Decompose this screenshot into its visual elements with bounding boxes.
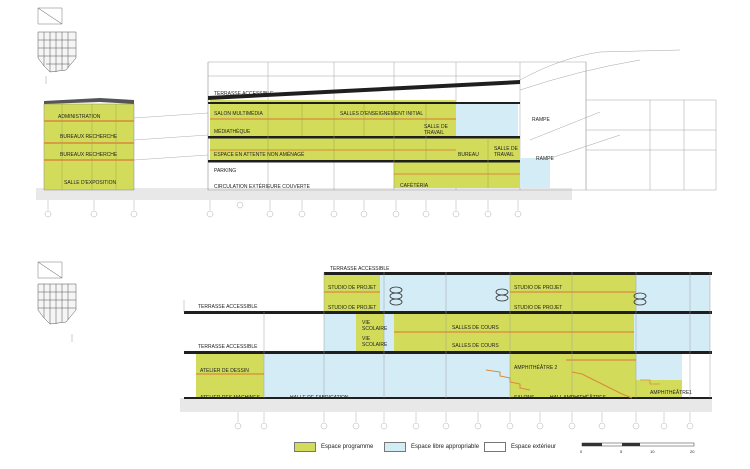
upper-libre-1 <box>456 104 518 136</box>
scale-10: 10 <box>650 449 655 454</box>
legend-swatch-programme <box>294 442 316 452</box>
cafeteria-block <box>394 162 520 188</box>
label-salles-enseignement: SALLES D'ENSEIGNEMENT INITIAL <box>340 111 423 117</box>
legend-swatch-exterieur <box>484 442 506 452</box>
label-rampe-1: RAMPE <box>532 117 550 123</box>
legend-label-libre: Espace libre appropriable <box>411 444 480 450</box>
label-terrasse-low: TERRASSE ACCESSIBLE <box>198 344 258 350</box>
legend-exterieur: Espace extérieur <box>484 440 556 454</box>
section-1: ADMINISTRATION BUREAUX RECHERCHE BUREAUX… <box>36 49 717 218</box>
middle-programme-1 <box>210 138 520 160</box>
scale-0: 0 <box>580 449 583 454</box>
grid-axes-2 <box>234 412 694 430</box>
label-mediatheque: MÉDIATHÈQUE <box>214 128 251 135</box>
label-bureaux-recherche-1: BUREAUX RECHERCHE <box>60 134 118 140</box>
section-2: TERRASSE ACCESSIBLE TERRASSE ACCESSIBLE … <box>180 266 712 430</box>
grid-axes-1 <box>44 200 522 218</box>
label-salles-cours-1: SALLES DE COURS <box>452 325 499 331</box>
label-parking: PARKING <box>214 168 236 174</box>
label-vie-scolaire-1a: VIE <box>362 320 371 326</box>
atelier-block <box>196 354 264 398</box>
ground-strip-1 <box>36 188 572 200</box>
label-salle-travail-1: SALLE DE <box>424 124 449 130</box>
scale-20: 20 <box>690 449 695 454</box>
label-espace-attente: ESPACE EN ATTENTE NON AMÉNAGÉ <box>214 151 305 158</box>
label-amphi-1: AMPHITHÉÂTRE1 <box>650 389 692 396</box>
label-bureau: BUREAU <box>458 152 479 158</box>
scale-bar: 0 5 10 20 <box>580 442 695 454</box>
label-terrasse-mid: TERRASSE ACCESSIBLE <box>198 304 258 310</box>
legend-programme: Espace programme <box>294 440 373 454</box>
label-vie-scolaire-2b: SCOLAIRE <box>362 342 388 348</box>
upper-programme-1 <box>210 100 456 136</box>
label-amphi-2: AMPHITHÉÂTRE 2 <box>514 364 558 371</box>
key-plan-bottom <box>37 261 77 342</box>
label-circulation: CIRCULATION EXTÉRIEURE COUVERTE <box>214 183 311 190</box>
label-atelier-machines: ATELIER DES MACHINES <box>200 395 261 401</box>
label-bureaux-recherche-2: BUREAUX RECHERCHE <box>60 152 118 158</box>
legend-libre: Espace libre appropriable <box>384 440 479 454</box>
label-salons: SALONS <box>514 395 535 401</box>
label-hall-amphi: HALL AMPHITHÉÂTRES <box>550 394 607 401</box>
label-halle: HALLE DE FABRICATION <box>290 395 349 401</box>
label-salle-exposition: SALLE D'EXPOSITION <box>64 180 116 186</box>
label-vie-scolaire-2a: VIE <box>362 336 371 342</box>
label-cafeteria: CAFÉTÉRIA <box>400 182 429 189</box>
label-salle-travail-2: SALLE DE <box>494 146 519 152</box>
label-administration: ADMINISTRATION <box>58 114 101 120</box>
legend-swatch-libre <box>384 442 406 452</box>
label-studio-projet-3: STUDIO DE PROJET <box>514 285 562 291</box>
label-terrasse-1: TERRASSE ACCESSIBLE <box>214 91 274 97</box>
ground-strip-2 <box>180 398 712 412</box>
label-vie-scolaire-1b: SCOLAIRE <box>362 326 388 332</box>
key-plan-top <box>37 7 77 84</box>
label-studio-projet-4: STUDIO DE PROJET <box>514 305 562 311</box>
label-salon: SALON MULTIMÉDIA <box>214 110 263 117</box>
legend-label-exterieur: Espace extérieur <box>511 444 557 450</box>
label-terrasse-top: TERRASSE ACCESSIBLE <box>330 266 390 272</box>
label-studio-projet-2: STUDIO DE PROJET <box>328 305 376 311</box>
label-salle-travail-1b: TRAVAIL <box>424 130 444 136</box>
legend-label-programme: Espace programme <box>321 444 374 450</box>
label-rampe-2: RAMPE <box>536 156 554 162</box>
label-salle-travail-2b: TRAVAIL <box>494 152 514 158</box>
label-atelier-dessin: ATELIER DE DESSIN <box>200 368 249 374</box>
label-studio-projet-1: STUDIO DE PROJET <box>328 285 376 291</box>
left-block <box>43 103 135 191</box>
label-salles-cours-2: SALLES DE COURS <box>452 343 499 349</box>
scale-5: 5 <box>620 449 623 454</box>
